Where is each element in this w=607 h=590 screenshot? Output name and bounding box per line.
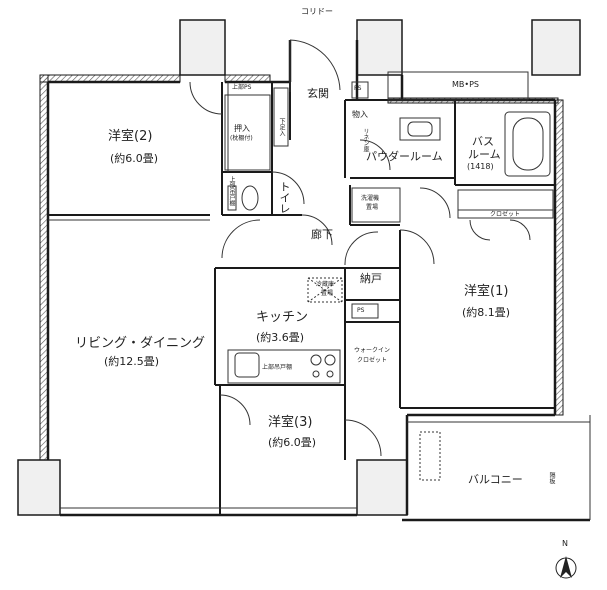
walkin-label-2: クロゼット [357, 357, 388, 364]
column-top-right [531, 19, 581, 76]
upper-cabinet-kitchen-label: 上部吊戸棚 [262, 364, 293, 371]
monoire-label: 物入 [352, 110, 368, 119]
column-top-left [179, 19, 226, 76]
washer-label: 洗濯機 [361, 195, 380, 202]
linen-label: リネン庫 [362, 128, 369, 152]
upper-cabinet-toilet-label: 上部吊戸棚 [228, 176, 235, 206]
room-living-dining-size: (約12.5畳) [104, 355, 160, 368]
partition-label: 隔板 [548, 472, 555, 484]
fridge-label: 冷蔵庫 [316, 281, 335, 288]
oshiire-label: 押入 [234, 124, 250, 133]
room-western-3-size: (約6.0畳) [268, 436, 317, 449]
door-swings [189, 39, 531, 457]
room-powder-name: パウダールーム [366, 150, 443, 163]
room-hallway-name: 廊下 [311, 228, 333, 241]
room-bath-name-2: ルーム [468, 148, 501, 161]
structural-columns [17, 19, 581, 516]
room-entrance-name: 玄関 [307, 87, 329, 100]
room-bath-name: バス [472, 135, 494, 148]
upper-ps-label: 上部PS [232, 84, 252, 91]
shoe-box-label: 下足入 [278, 118, 285, 136]
room-western-1-name: 洋室(1) [464, 284, 509, 299]
ps-label-storage: PS [357, 307, 365, 314]
room-living-dining-name: リビング・ダイニング [75, 336, 206, 351]
room-kitchen-size: (約3.6畳) [256, 331, 305, 344]
room-corridor-name: コリドー [301, 7, 333, 16]
room-storage-name: 納戸 [360, 272, 382, 285]
column-bottom-left [17, 459, 61, 516]
washer-sub-label: 置場 [366, 204, 379, 211]
room-kitchen-name: キッチン [256, 310, 309, 325]
compass-north-label: N [562, 539, 568, 548]
ps-label-entrance: PS [354, 85, 362, 92]
room-toilet-name: トイレ [278, 181, 291, 214]
room-western-2-size: (約6.0畳) [110, 152, 159, 165]
room-bath-size: (1418) [467, 162, 494, 171]
north-arrow-icon [555, 556, 577, 579]
fridge-sub-label: 置場 [321, 290, 334, 297]
mb-ps-label: MB•PS [452, 80, 480, 89]
walkin-label-1: ウォークイン [354, 347, 391, 354]
closet-label: クロゼット [490, 211, 521, 218]
room-western-2-name: 洋室(2) [108, 129, 153, 144]
column-top-middle [356, 19, 403, 76]
room-balcony-name: バルコニー [468, 473, 523, 486]
column-bottom-middle [356, 459, 408, 516]
oshiire-sub-label: (枕棚付) [230, 135, 253, 142]
room-western-1-size: (約8.1畳) [462, 306, 511, 319]
room-western-3-name: 洋室(3) [268, 415, 313, 430]
fixtures [48, 71, 591, 520]
